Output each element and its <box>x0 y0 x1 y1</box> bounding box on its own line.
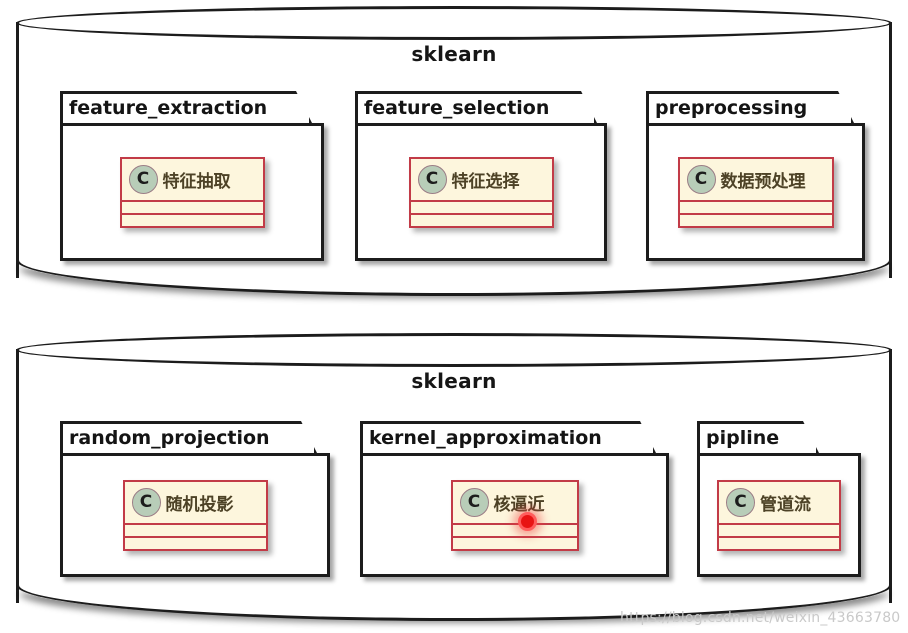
package-preprocessing[interactable]: preprocessing C 数据预处理 <box>646 91 865 261</box>
class-header: C 核逼近 <box>453 482 577 523</box>
class-box[interactable]: C 数据预处理 <box>677 156 834 228</box>
package-feature-extraction[interactable]: feature_extraction C 特征抽取 <box>60 91 324 261</box>
package-body: C 特征选择 <box>355 123 607 261</box>
class-stereotype-icon: C <box>726 487 755 517</box>
class-name-label: 数据预处理 <box>720 171 806 192</box>
package-body: C 核逼近 <box>360 453 669 577</box>
cylinder-top-ellipse <box>16 333 892 367</box>
cylinder-title-bottom: sklearn <box>411 369 497 393</box>
package-random-projection[interactable]: random_projection C 随机投影 <box>60 421 330 577</box>
class-operations-compartment <box>410 212 552 226</box>
class-attributes-compartment <box>124 522 266 536</box>
class-box[interactable]: C 随机投影 <box>122 479 268 551</box>
class-attributes-compartment <box>452 522 577 536</box>
package-tab: random_projection <box>60 421 317 453</box>
package-name-label: preprocessing <box>655 97 808 119</box>
package-pipline[interactable]: pipline C 管道流 <box>697 421 861 577</box>
package-name-label: random_projection <box>69 427 270 449</box>
class-header: C 特征选择 <box>411 159 552 200</box>
package-kernel-approximation[interactable]: kernel_approximation C 核逼近 <box>360 421 669 577</box>
class-header: C 随机投影 <box>125 482 266 523</box>
class-attributes-compartment <box>719 522 839 536</box>
package-name-label: feature_extraction <box>69 97 268 119</box>
class-operations-compartment <box>452 535 577 549</box>
package-tab: feature_selection <box>355 91 597 123</box>
class-name-label: 核逼近 <box>493 494 545 515</box>
cylinder-top-ellipse <box>16 6 892 40</box>
package-name-label: feature_selection <box>364 97 550 119</box>
package-feature-selection[interactable]: feature_selection C 特征选择 <box>355 91 607 261</box>
cursor-dot-icon <box>518 512 537 531</box>
class-operations-compartment <box>719 535 839 549</box>
class-box[interactable]: C 特征抽取 <box>119 156 265 228</box>
cylinder-title-top: sklearn <box>411 42 497 66</box>
package-name-label: kernel_approximation <box>369 427 602 449</box>
class-attributes-compartment <box>679 199 832 213</box>
class-stereotype-icon: C <box>459 487 489 517</box>
class-name-label: 特征选择 <box>451 171 520 192</box>
class-box[interactable]: C 特征选择 <box>408 156 554 228</box>
cylinder-bottom-arc <box>16 260 892 296</box>
class-operations-compartment <box>121 212 263 226</box>
watermark-text: https://blog.csdn.net/weixin_43663780 <box>620 610 901 626</box>
class-attributes-compartment <box>410 199 552 213</box>
class-header: C 数据预处理 <box>680 159 832 200</box>
package-body: C 管道流 <box>697 453 861 577</box>
package-name-label: pipline <box>706 427 780 449</box>
package-body: C 数据预处理 <box>646 123 865 261</box>
class-stereotype-icon: C <box>128 164 158 194</box>
class-header: C 特征抽取 <box>122 159 263 200</box>
class-attributes-compartment <box>121 199 263 213</box>
class-name-label: 随机投影 <box>165 494 234 515</box>
class-stereotype-icon: C <box>131 487 161 517</box>
package-body: C 特征抽取 <box>60 123 324 261</box>
package-tab: feature_extraction <box>60 91 312 123</box>
package-tab: kernel_approximation <box>360 421 656 453</box>
class-stereotype-icon: C <box>417 164 447 194</box>
class-box[interactable]: C 核逼近 <box>450 479 579 551</box>
package-body: C 随机投影 <box>60 453 330 577</box>
class-header: C 管道流 <box>719 482 839 523</box>
package-tab: preprocessing <box>646 91 854 123</box>
class-operations-compartment <box>124 535 266 549</box>
class-operations-compartment <box>679 212 832 226</box>
class-name-label: 管道流 <box>760 494 811 515</box>
class-name-label: 特征抽取 <box>162 171 231 192</box>
package-tab: pipline <box>697 421 819 453</box>
class-stereotype-icon: C <box>686 164 716 194</box>
class-box[interactable]: C 管道流 <box>717 479 841 551</box>
